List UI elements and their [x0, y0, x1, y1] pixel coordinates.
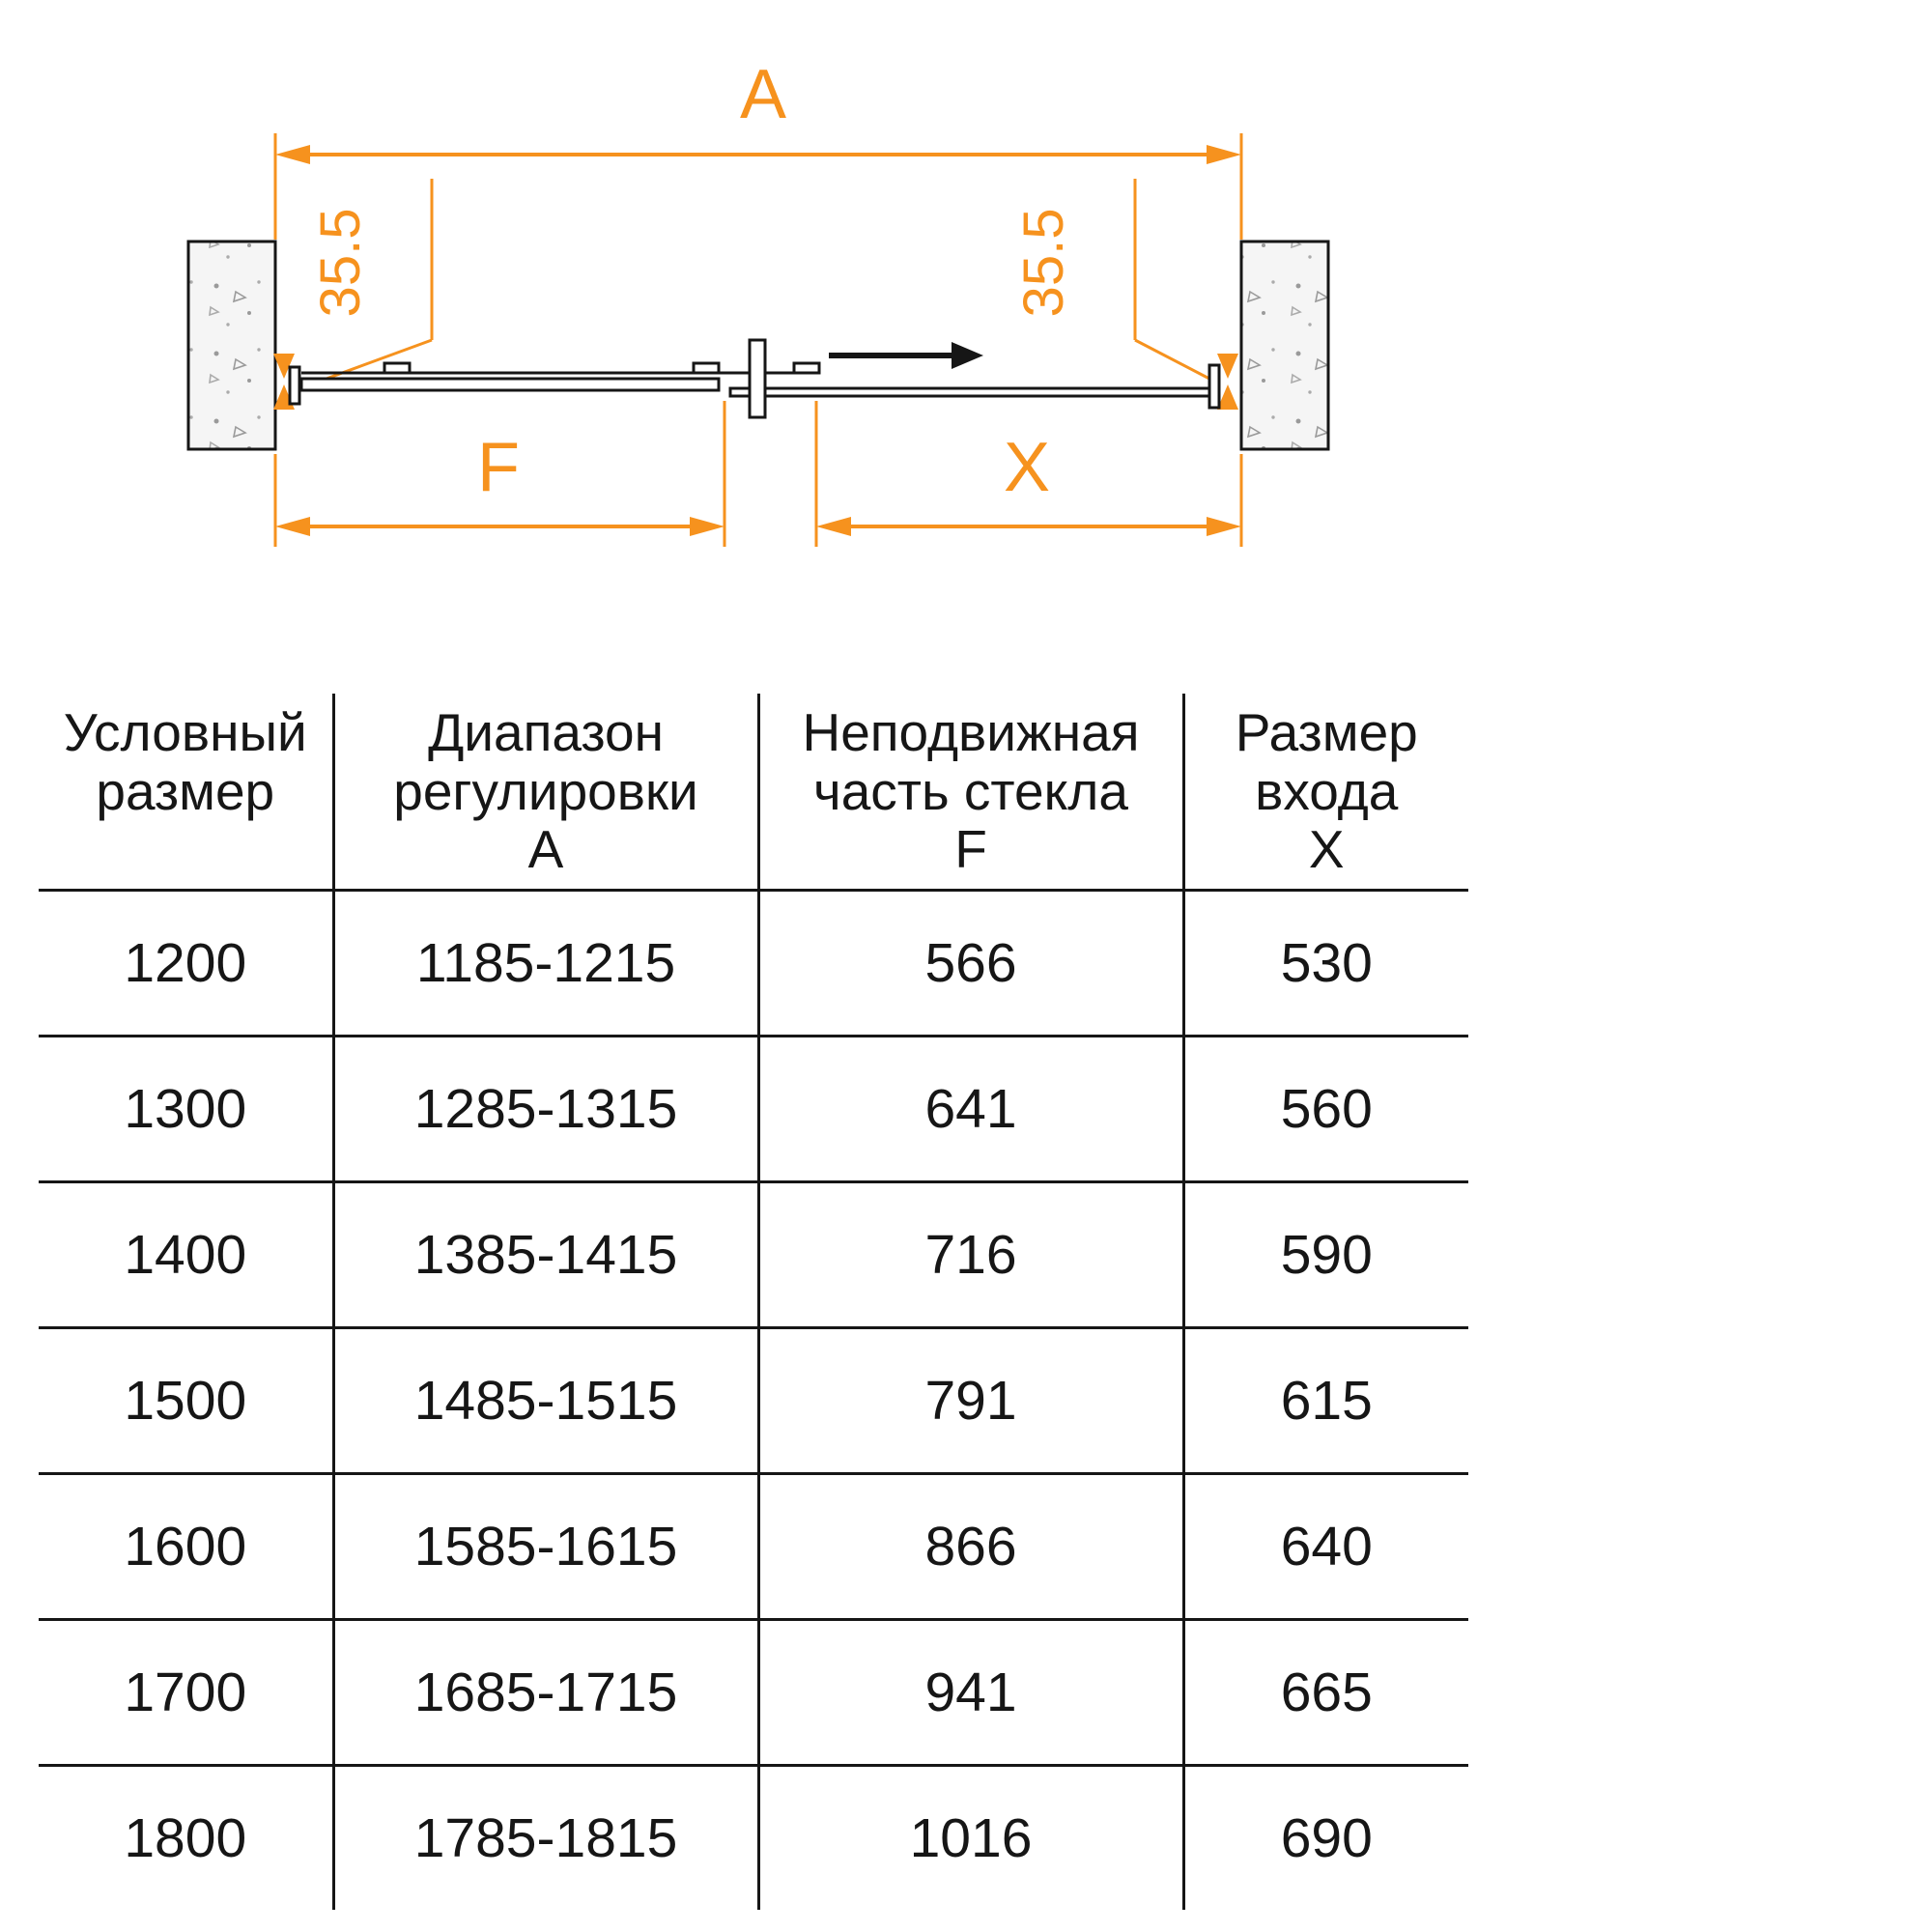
- dimension-x: X: [814, 401, 1243, 547]
- table-header-row: Условный размер Диапазон регулировки А Н…: [39, 694, 1468, 892]
- left-wall: [186, 240, 277, 451]
- table-cell: 1500: [39, 1327, 335, 1475]
- table-cell: 665: [1183, 1619, 1468, 1767]
- table-cell: 1485-1515: [333, 1327, 760, 1475]
- table-cell: 641: [758, 1036, 1185, 1183]
- table-cell: 1700: [39, 1619, 335, 1767]
- table-cell: 1285-1315: [333, 1036, 760, 1183]
- header-adjustment-range: Диапазон регулировки А: [333, 694, 760, 892]
- table-row: 1200 1185-1215 566 530: [39, 890, 1468, 1037]
- table-row: 1300 1285-1315 641 560: [39, 1036, 1468, 1183]
- roller-bracket: [792, 361, 821, 375]
- glass-clamp: [692, 361, 721, 375]
- table-cell: 1800: [39, 1765, 335, 1910]
- left-wall-profile: [288, 365, 301, 406]
- technical-diagram: A 35.5 35.5 F: [0, 0, 1932, 638]
- dim-x-label: X: [1004, 429, 1050, 506]
- table-row: 1600 1585-1615 866 640: [39, 1473, 1468, 1621]
- table-cell: 716: [758, 1181, 1185, 1329]
- dim-a-label: A: [740, 56, 786, 133]
- table-cell: 1600: [39, 1473, 335, 1621]
- dim-35-left-label: 35.5: [309, 209, 372, 318]
- table-cell: 866: [758, 1473, 1185, 1621]
- size-spec-table: Условный размер Диапазон регулировки А Н…: [39, 694, 1468, 1910]
- door-handle: [748, 338, 767, 419]
- table-cell: 791: [758, 1327, 1185, 1475]
- table-cell: 1200: [39, 890, 335, 1037]
- door-plan-drawing: A 35.5 35.5 F: [186, 56, 1330, 547]
- table-cell: 566: [758, 890, 1185, 1037]
- dim-35-left: 35.5: [273, 179, 434, 410]
- table-cell: 1016: [758, 1765, 1185, 1910]
- table-cell: 1185-1215: [333, 890, 760, 1037]
- dim-f-label: F: [477, 429, 520, 506]
- right-wall: [1239, 240, 1330, 451]
- header-entry-size: Размер входа X: [1183, 694, 1468, 892]
- table-cell: 1585-1615: [333, 1473, 760, 1621]
- door-assembly: [288, 338, 1221, 419]
- table-row: 1800 1785-1815 1016 690: [39, 1765, 1468, 1910]
- dim-35-right: 35.5: [1012, 179, 1238, 410]
- table-cell: 690: [1280, 1807, 1373, 1869]
- table-row: 1700 1685-1715 941 665: [39, 1619, 1468, 1767]
- slide-direction-arrow-icon: [952, 342, 983, 369]
- table-cell: 615: [1183, 1327, 1468, 1475]
- header-nominal-size: Условный размер: [39, 694, 335, 892]
- table-cell: 590: [1183, 1181, 1468, 1329]
- fixed-glass-panel: [299, 377, 721, 392]
- sliding-glass-panel: [728, 386, 1217, 398]
- table-cell: 1785-1815: [333, 1765, 760, 1910]
- header-fixed-glass: Неподвижная часть стекла F: [758, 694, 1185, 892]
- table-cell: 1685-1715: [333, 1619, 760, 1767]
- table-cell: 640: [1183, 1473, 1468, 1621]
- glass-clamp: [383, 361, 412, 375]
- dimension-a: A: [273, 56, 1243, 240]
- table-row: 1400 1385-1415 716 590: [39, 1181, 1468, 1329]
- table-cell: 1300: [39, 1036, 335, 1183]
- table-cell: 530: [1183, 890, 1468, 1037]
- dim-35-right-label: 35.5: [1012, 209, 1075, 318]
- table-row: 1500 1485-1515 791 615: [39, 1327, 1468, 1475]
- table-cell: 941: [758, 1619, 1185, 1767]
- table-cell: 1385-1415: [333, 1181, 760, 1329]
- dimension-f: F: [273, 401, 726, 547]
- table-cell: 1400: [39, 1181, 335, 1329]
- right-wall-profile: [1208, 363, 1221, 410]
- table-cell: 560: [1183, 1036, 1468, 1183]
